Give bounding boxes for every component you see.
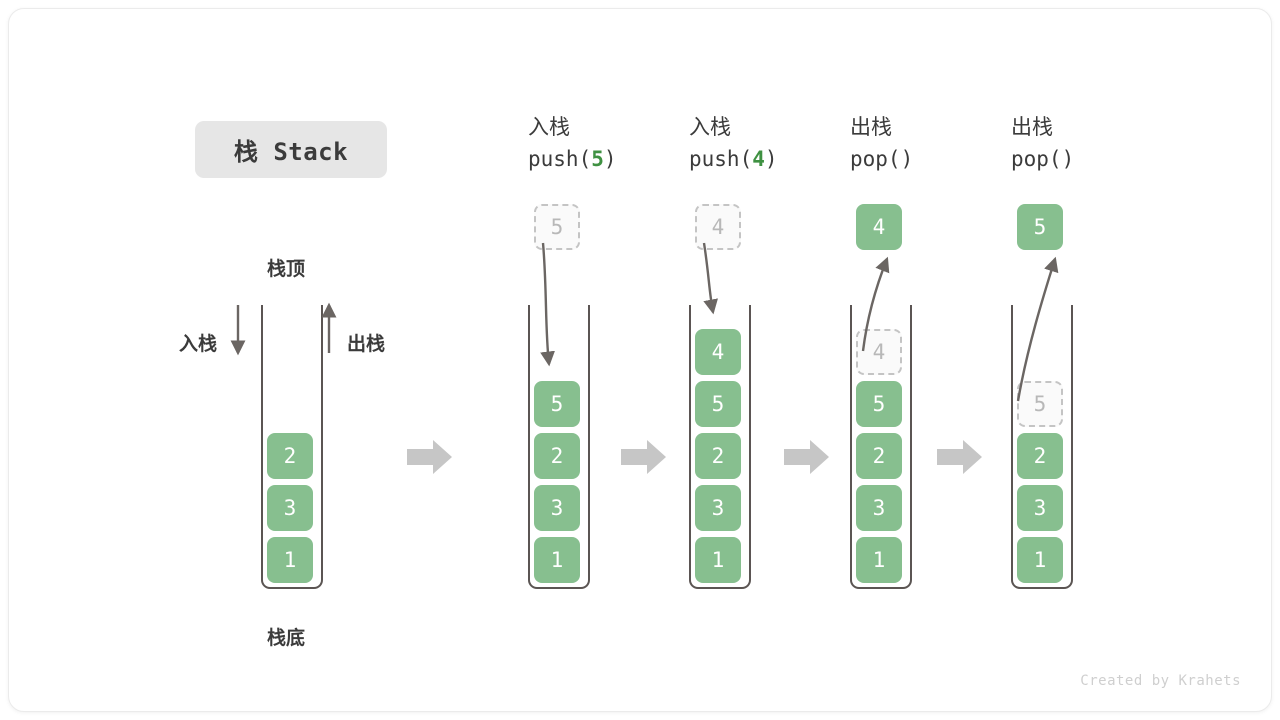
- step-2-push-curve-arrow-icon: [702, 242, 718, 315]
- diagram-title-badge: 栈 Stack: [195, 121, 387, 178]
- step-1-header: 入栈 push(5): [528, 113, 688, 175]
- arrow-right-icon: [407, 439, 453, 475]
- step-3-header-cn: 出栈: [850, 116, 892, 139]
- step-1-header-cn: 入栈: [528, 116, 570, 139]
- arrow-right-icon: [621, 439, 667, 475]
- stack-item-box: 3: [267, 485, 313, 531]
- step-4-header-code: pop(): [1011, 147, 1075, 171]
- stack-pop-label: 出栈: [347, 334, 386, 355]
- step-4-stack-item-box: 1: [1017, 537, 1063, 583]
- step-1-header-code-value: 5: [591, 147, 604, 171]
- step-2-stack-item-box: 4: [695, 329, 741, 375]
- stack-push-label: 入栈: [179, 334, 218, 355]
- step-3-stack-item-box: 1: [856, 537, 902, 583]
- step-4-floating-box: 5: [1017, 204, 1063, 250]
- step-2-stack-item-box: 3: [695, 485, 741, 531]
- base-stack-frame: [261, 305, 323, 589]
- step-2-stack-item-box: 2: [695, 433, 741, 479]
- stack-bottom-label: 栈底: [267, 628, 306, 649]
- step-2-stack-item-box: 1: [695, 537, 741, 583]
- step-4-header: 出栈 pop(): [1011, 113, 1171, 175]
- step-2-header-cn: 入栈: [689, 116, 731, 139]
- step-4-stack-frame: [1011, 305, 1073, 589]
- step-3-header: 出栈 pop(): [850, 113, 1010, 175]
- arrow-right-icon: [937, 439, 983, 475]
- step-3-stack-item-box: 5: [856, 381, 902, 427]
- step-1-floating-box: 5: [534, 204, 580, 250]
- step-3-stack-item-box: 2: [856, 433, 902, 479]
- stack-top-label: 栈顶: [267, 259, 306, 280]
- step-2-header-code-value: 4: [752, 147, 765, 171]
- step-2-stack-item-box: 5: [695, 381, 741, 427]
- step-3-stack-item-box: 3: [856, 485, 902, 531]
- step-3-stack-ghost-box: 4: [856, 329, 902, 375]
- step-3-header-code: pop(): [850, 147, 914, 171]
- step-4-stack-item-box: 3: [1017, 485, 1063, 531]
- step-1-stack-item-box: 5: [534, 381, 580, 427]
- stack-item-box: 2: [267, 433, 313, 479]
- step-2-floating-box: 4: [695, 204, 741, 250]
- step-1-stack-item-box: 1: [534, 537, 580, 583]
- step-2-header-code: push(4): [689, 147, 778, 171]
- step-3-stack-frame: [850, 305, 912, 589]
- stack-item-box: 1: [267, 537, 313, 583]
- step-1-stack-item-box: 2: [534, 433, 580, 479]
- step-1-header-code: push(5): [528, 147, 617, 171]
- step-1-stack-item-box: 3: [534, 485, 580, 531]
- diagram-title-text: 栈 Stack: [233, 138, 349, 166]
- step-1-stack-frame: [528, 305, 590, 589]
- step-2-header: 入栈 push(4): [689, 113, 849, 175]
- footer-credit: Created by Krahets: [1080, 673, 1241, 689]
- step-4-header-cn: 出栈: [1011, 116, 1053, 139]
- step-2-stack-frame: [689, 305, 751, 589]
- step-4-stack-item-box: 2: [1017, 433, 1063, 479]
- step-4-stack-ghost-box: 5: [1017, 381, 1063, 427]
- arrow-right-icon: [784, 439, 830, 475]
- step-3-floating-box: 4: [856, 204, 902, 250]
